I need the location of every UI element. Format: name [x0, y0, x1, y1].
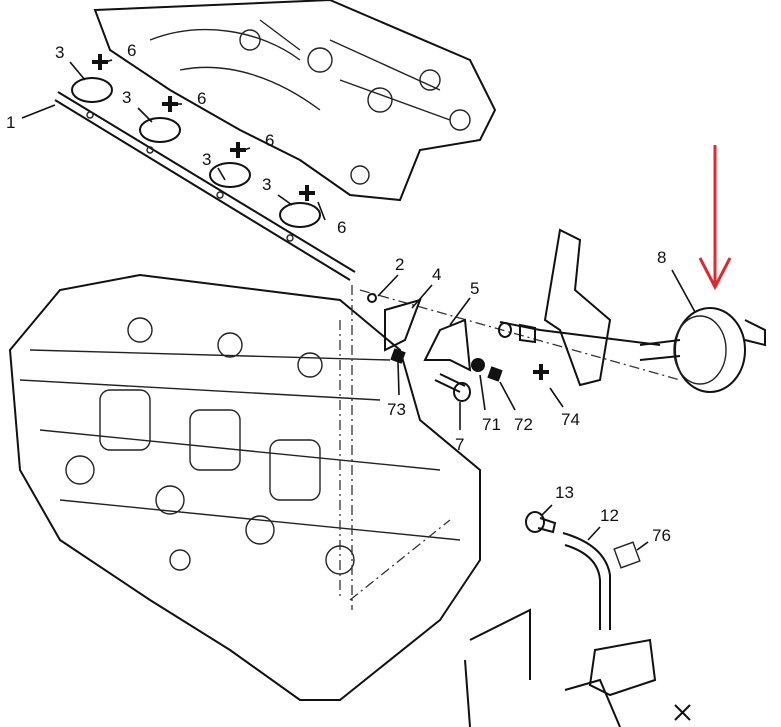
- callout-74: 74: [561, 410, 580, 429]
- callout-4: 4: [432, 265, 441, 284]
- callout-76: 76: [652, 526, 671, 545]
- callout-13: 13: [555, 483, 574, 502]
- plus-marker-icon: [162, 96, 178, 112]
- plus-marker-icon: [230, 142, 246, 158]
- leader-line: [243, 147, 251, 151]
- leader-line: [277, 194, 293, 206]
- linkage-parts: [367, 228, 661, 402]
- plus-marker-icon: [299, 185, 315, 201]
- leader-line: [671, 269, 696, 313]
- callout-2: 2: [395, 255, 404, 274]
- callout-3: 3: [122, 88, 131, 107]
- leader-line: [587, 526, 601, 541]
- vacuum-actuator: [639, 307, 766, 393]
- callout-3: 3: [202, 150, 211, 169]
- leader-line: [541, 504, 553, 516]
- leader-line: [636, 541, 649, 551]
- leader-line: [21, 104, 56, 119]
- cylinder-head: [8, 273, 481, 701]
- callout-3: 3: [55, 43, 64, 62]
- leader-line: [479, 374, 486, 411]
- callout-6: 6: [337, 218, 346, 237]
- callout-6: 6: [265, 131, 274, 150]
- leader-line: [549, 387, 564, 408]
- callout-1: 1: [6, 113, 15, 132]
- leader-line: [499, 381, 516, 411]
- callout-6: 6: [127, 41, 136, 60]
- plus-marker-icon: [533, 364, 549, 380]
- leader-line: [449, 297, 471, 326]
- leader-line: [137, 107, 153, 123]
- gasket-strip: [54, 77, 356, 281]
- callout-3: 3: [262, 175, 271, 194]
- callout-5: 5: [470, 279, 479, 298]
- solenoid-assembly: [464, 511, 691, 727]
- callout-71: 71: [482, 415, 501, 434]
- leader-line: [104, 59, 113, 63]
- leader-line: [377, 274, 399, 297]
- leader-line: [411, 284, 433, 309]
- leader-line: [317, 201, 326, 221]
- callout-7: 7: [455, 435, 464, 454]
- callout-73: 73: [387, 400, 406, 419]
- leader-line: [69, 61, 86, 81]
- red-down-arrow-icon: [698, 145, 732, 291]
- callout-72: 72: [514, 415, 533, 434]
- intake-manifold: [93, 0, 497, 202]
- callout-8: 8: [657, 248, 666, 267]
- leader-line: [397, 361, 400, 396]
- callout-6: 6: [197, 89, 206, 108]
- callout-12: 12: [600, 506, 619, 525]
- leader-line: [217, 167, 226, 181]
